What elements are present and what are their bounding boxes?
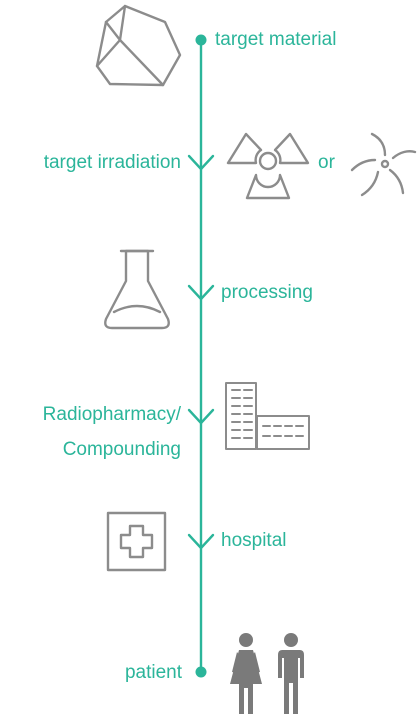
step-label-processing: processing: [221, 282, 313, 303]
radiation-trefoil-icon: [226, 132, 310, 200]
step-label-patient: patient: [125, 662, 183, 683]
chevron-down-icon: [187, 408, 215, 425]
woman-icon: [230, 633, 262, 714]
timeline-end-dot: [195, 666, 207, 678]
building-icon: [225, 382, 310, 450]
man-icon: [278, 633, 304, 714]
or-label: or: [318, 152, 336, 173]
chevron-down-icon: [187, 284, 215, 301]
step-label-target-irradiation: target irradiation: [44, 152, 181, 173]
chevron-down-icon: [187, 533, 215, 550]
people-icon: [230, 633, 304, 714]
rock-chunk-icon: [95, 4, 182, 87]
accelerator-swirl-icon: [350, 132, 417, 197]
step-label-hospital: hospital: [221, 530, 287, 551]
step-label-radiopharmacy: Radiopharmacy/: [43, 404, 182, 425]
step-label-compounding: Compounding: [63, 439, 181, 460]
erlenmeyer-flask-icon: [104, 249, 170, 330]
timeline-start-dot: [195, 34, 207, 46]
chevron-down-icon: [187, 154, 215, 171]
step-label-target-material: target material: [215, 29, 336, 50]
medical-cross-icon: [106, 511, 167, 572]
